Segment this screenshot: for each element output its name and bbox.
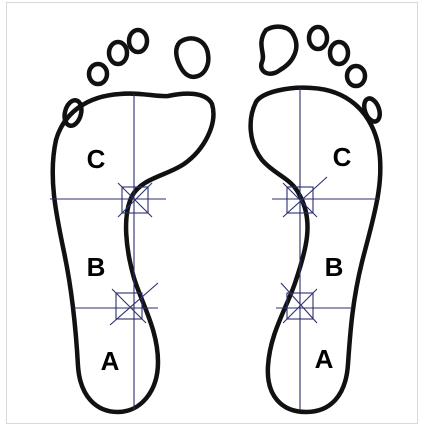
left-toe-3 — [109, 42, 127, 64]
right-foot: C B A — [251, 27, 383, 412]
right-toe-5 — [361, 96, 382, 123]
left-zone-label-middle: B — [87, 252, 106, 282]
left-foot: C B A — [50, 30, 213, 412]
left-big-toe — [176, 38, 208, 76]
right-zone-label-top: C — [333, 142, 352, 172]
right-toe-2 — [309, 27, 327, 49]
right-toe-4 — [347, 66, 365, 86]
right-zone-label-bottom: A — [315, 344, 334, 374]
left-zone-label-bottom: A — [101, 346, 120, 376]
left-zone-label-top: C — [87, 144, 106, 174]
left-foot-toes — [62, 30, 208, 128]
left-toe-4 — [89, 64, 107, 84]
left-sole-outline — [53, 94, 214, 412]
right-big-toe — [261, 27, 296, 74]
right-foot-toes — [261, 27, 382, 124]
left-toe-2 — [129, 30, 147, 52]
right-zone-label-middle: B — [325, 252, 344, 282]
right-toe-3 — [330, 42, 348, 64]
